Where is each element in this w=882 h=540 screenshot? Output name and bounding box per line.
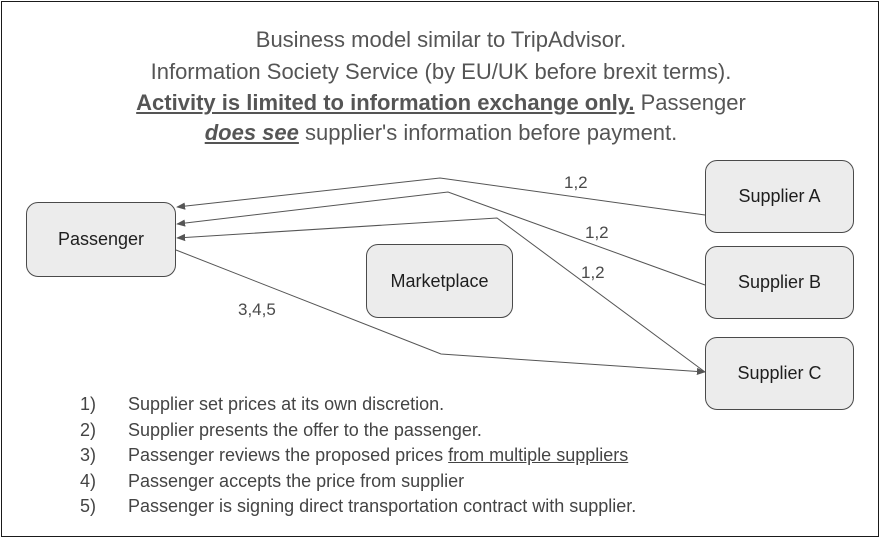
- list-item: 2) Supplier presents the offer to the pas…: [80, 418, 636, 444]
- supplier-b-node: Supplier B: [705, 246, 854, 319]
- arrow-supplier-c-to-passenger: [176, 217, 706, 373]
- title-line-2: Information Society Service (by EU/UK be…: [150, 59, 732, 84]
- step-text-underlined: from multiple suppliers: [448, 445, 629, 465]
- edge-label-c: 1,2: [581, 263, 605, 282]
- step-text: Supplier set prices at its own discretio…: [128, 394, 445, 414]
- step-number: 3): [80, 445, 97, 465]
- list-item: 1) Supplier set prices at its own discret…: [80, 392, 636, 418]
- step-number: 2): [80, 419, 97, 440]
- title-line-3-rest: Passenger: [634, 90, 746, 115]
- supplier-a-node: Supplier A: [705, 160, 854, 233]
- edge-label-b: 1,2: [585, 223, 609, 242]
- step-number: 1): [80, 394, 97, 414]
- passenger-node: Passenger: [26, 202, 176, 277]
- list-item: 5) Passenger is signing direct transporta…: [80, 494, 636, 520]
- step-text: Passenger reviews the proposed prices: [128, 445, 449, 465]
- step-number: 5): [80, 496, 97, 516]
- title-emphasis-activity: Activity is limited to information excha…: [136, 90, 635, 115]
- step-text: Supplier presents the offer to the passe…: [128, 419, 482, 440]
- supplier-c-node: Supplier C: [705, 337, 854, 410]
- step-number: 4): [80, 470, 97, 491]
- step-text: Passenger accepts the price from supplie…: [128, 470, 465, 491]
- arrow-passenger-to-supplier-c: [175, 249, 706, 376]
- edge-label-a: 1,2: [564, 173, 588, 192]
- list-item: 4) Passenger accepts the price from suppl…: [80, 469, 636, 495]
- title-line-1: Business model similar to TripAdvisor.: [255, 27, 627, 52]
- edge-label-passenger-to-c: 3,4,5: [238, 300, 276, 319]
- title-line-3: Activity is limited to information excha…: [0, 88, 882, 117]
- marketplace-node: Marketplace: [366, 244, 513, 318]
- title-line-4-rest: supplier's information before payment.: [298, 120, 678, 145]
- step-text: Passenger is signing direct transportati…: [128, 496, 637, 516]
- arrow-supplier-a-to-passenger: [176, 177, 706, 216]
- title-emphasis-does-see: does see: [204, 120, 299, 145]
- list-item: 3)Passenger reviews the proposed prices …: [80, 443, 636, 469]
- arrow-supplier-b-to-passenger: [176, 191, 706, 286]
- steps-list: 1) Supplier set prices at its own discret…: [80, 392, 636, 520]
- title-line-4: does see supplier's information before p…: [0, 118, 882, 147]
